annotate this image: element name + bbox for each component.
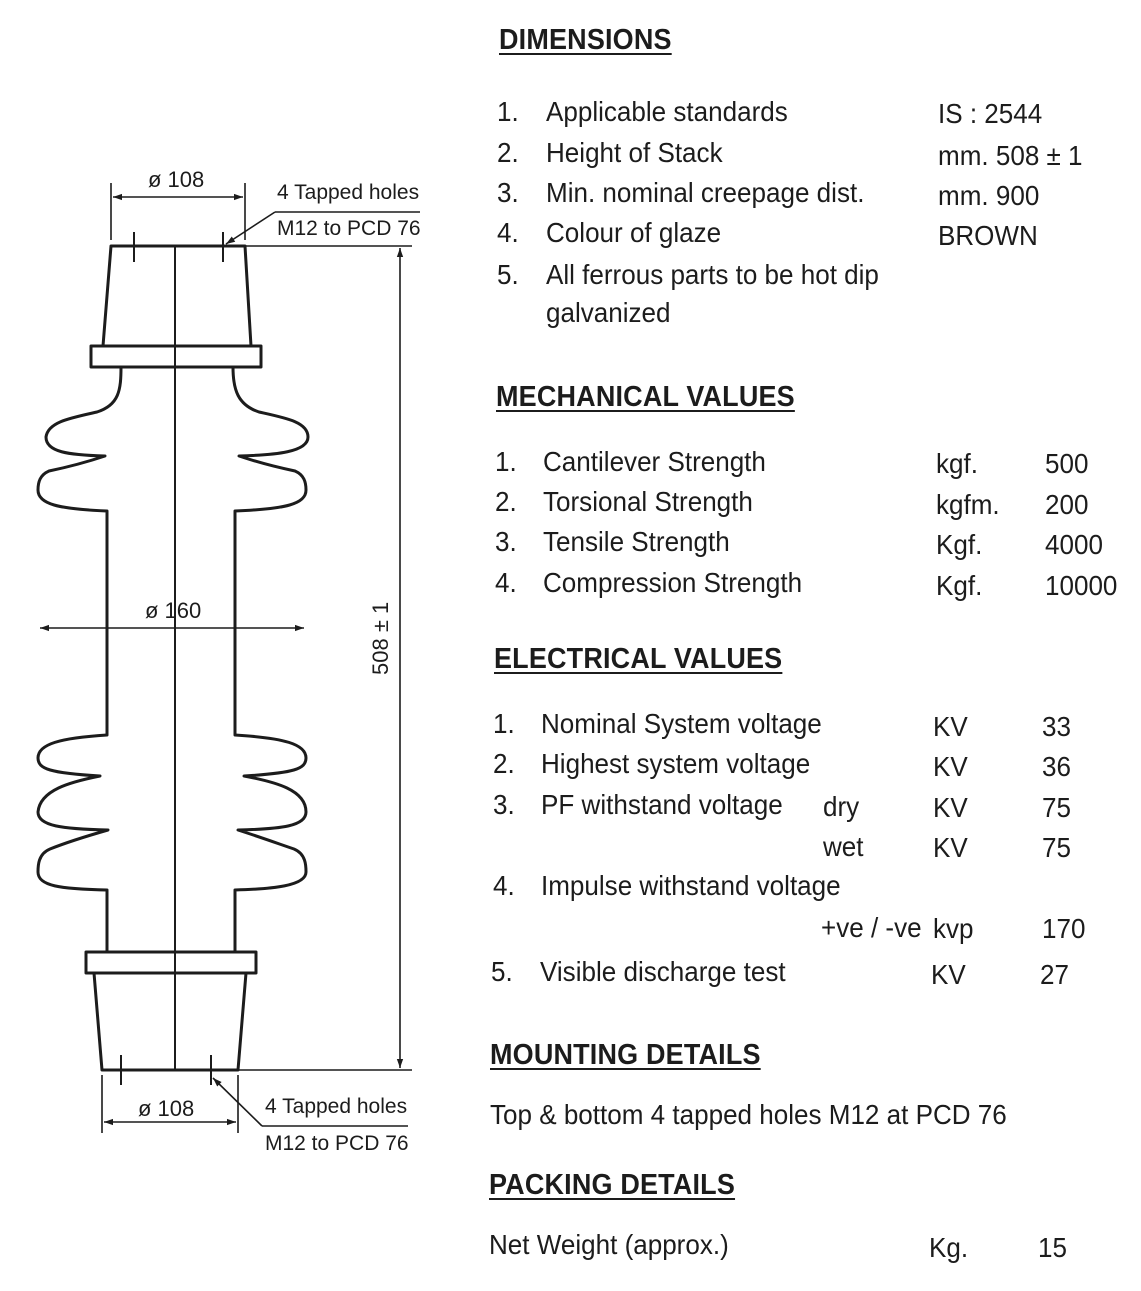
elec-row-2-value: 36 bbox=[1042, 751, 1071, 782]
height-label: 508 ± 1 bbox=[368, 602, 393, 675]
dim-row-5-label-cont: galvanized bbox=[546, 297, 671, 328]
elec-row-2-num: 2. bbox=[493, 748, 515, 779]
elec-row-4b-value: 170 bbox=[1042, 913, 1086, 944]
elec-row-5-unit: KV bbox=[931, 959, 966, 990]
elec-row-1-num: 1. bbox=[493, 708, 515, 739]
mounting-text: Top & bottom 4 tapped holes M12 at PCD 7… bbox=[490, 1099, 1007, 1130]
dim-row-2-label: Height of Stack bbox=[546, 137, 723, 168]
mech-row-3-label: Tensile Strength bbox=[543, 526, 730, 557]
packing-unit: Kg. bbox=[929, 1232, 969, 1263]
elec-row-1-unit: KV bbox=[933, 711, 968, 742]
mech-row-2-unit: kgfm. bbox=[936, 489, 1000, 520]
dim-row-4-label: Colour of glaze bbox=[546, 217, 722, 248]
mech-row-4-value: 10000 bbox=[1045, 570, 1118, 601]
packing-label: Net Weight (approx.) bbox=[489, 1229, 729, 1260]
mech-row-3-value: 4000 bbox=[1045, 529, 1103, 560]
elec-row-2-unit: KV bbox=[933, 751, 968, 782]
dim-row-2-num: 2. bbox=[497, 137, 519, 168]
dim-row-1-value: IS : 2544 bbox=[938, 98, 1043, 129]
elec-row-4-label: Impulse withstand voltage bbox=[541, 870, 841, 901]
elec-row-1-value: 33 bbox=[1042, 711, 1071, 742]
dim-row-5-num: 5. bbox=[497, 259, 519, 290]
top-holes-label-2: M12 to PCD 76 bbox=[277, 217, 421, 240]
dim-row-4-value: BROWN bbox=[938, 220, 1038, 251]
mech-row-2-value: 200 bbox=[1045, 489, 1089, 520]
top-diameter-label: ø 108 bbox=[148, 167, 204, 192]
insulator-body bbox=[36, 365, 310, 954]
mech-row-4-unit: Kgf. bbox=[936, 570, 983, 601]
bottom-diameter-label: ø 108 bbox=[138, 1096, 194, 1121]
mech-row-1-label: Cantilever Strength bbox=[543, 446, 766, 477]
elec-row-3-num: 3. bbox=[493, 789, 515, 820]
dim-row-3-num: 3. bbox=[497, 177, 519, 208]
packing-value: 15 bbox=[1038, 1232, 1067, 1263]
mech-row-1-unit: kgf. bbox=[936, 448, 978, 479]
top-holes-label-1: 4 Tapped holes bbox=[277, 181, 419, 204]
elec-row-5-value: 27 bbox=[1040, 959, 1069, 990]
dim-row-3-label: Min. nominal creepage dist. bbox=[546, 177, 865, 208]
mech-row-1-value: 500 bbox=[1045, 448, 1089, 479]
dimensions-heading: DIMENSIONS bbox=[499, 24, 672, 56]
dim-row-4-num: 4. bbox=[497, 217, 519, 248]
mid-diameter-label: ø 160 bbox=[145, 598, 201, 623]
elec-row-3b-value: 75 bbox=[1042, 832, 1071, 863]
top-cap bbox=[101, 244, 253, 348]
mech-row-2-label: Torsional Strength bbox=[543, 486, 753, 517]
elec-row-3b-unit: KV bbox=[933, 832, 968, 863]
elec-row-5-label: Visible discharge test bbox=[540, 956, 786, 987]
mech-row-3-unit: Kgf. bbox=[936, 529, 983, 560]
mech-row-4-label: Compression Strength bbox=[543, 567, 803, 598]
mech-row-4-num: 4. bbox=[495, 567, 517, 598]
mechanical-heading: MECHANICAL VALUES bbox=[496, 381, 795, 413]
elec-row-3b-cond: wet bbox=[823, 831, 864, 862]
elec-row-4b-unit: kvp bbox=[933, 913, 974, 944]
elec-row-5-num: 5. bbox=[491, 956, 513, 987]
dim-row-3-value: mm. 900 bbox=[938, 180, 1040, 211]
mech-row-2-num: 2. bbox=[495, 486, 517, 517]
elec-row-2-label: Highest system voltage bbox=[541, 748, 811, 779]
dim-row-5-label: All ferrous parts to be hot dip bbox=[546, 259, 879, 290]
insulator-drawing: ø 108 4 Tapped holes M12 to PCD 76 ø 160… bbox=[36, 167, 421, 1155]
elec-row-1-label: Nominal System voltage bbox=[541, 708, 822, 739]
bottom-holes-label-2: M12 to PCD 76 bbox=[265, 1132, 409, 1155]
elec-row-3-cond: dry bbox=[823, 791, 860, 822]
mounting-heading: MOUNTING DETAILS bbox=[490, 1039, 761, 1071]
elec-row-3-label: PF withstand voltage bbox=[541, 789, 783, 820]
elec-row-4b-cond: +ve / -ve bbox=[821, 912, 922, 943]
packing-heading: PACKING DETAILS bbox=[489, 1169, 736, 1201]
mech-row-3-num: 3. bbox=[495, 526, 517, 557]
elec-row-4-num: 4. bbox=[493, 870, 515, 901]
elec-row-3-value: 75 bbox=[1042, 792, 1071, 823]
mech-row-1-num: 1. bbox=[495, 446, 517, 477]
electrical-heading: ELECTRICAL VALUES bbox=[494, 643, 783, 675]
bottom-flange bbox=[84, 950, 258, 975]
bottom-holes-label-1: 4 Tapped holes bbox=[265, 1095, 407, 1118]
elec-row-3-unit: KV bbox=[933, 792, 968, 823]
bottom-cap bbox=[92, 971, 248, 1072]
dim-row-1-num: 1. bbox=[497, 96, 519, 127]
dim-row-1-label: Applicable standards bbox=[546, 96, 788, 127]
dim-row-2-value: mm. 508 ± 1 bbox=[938, 140, 1083, 171]
